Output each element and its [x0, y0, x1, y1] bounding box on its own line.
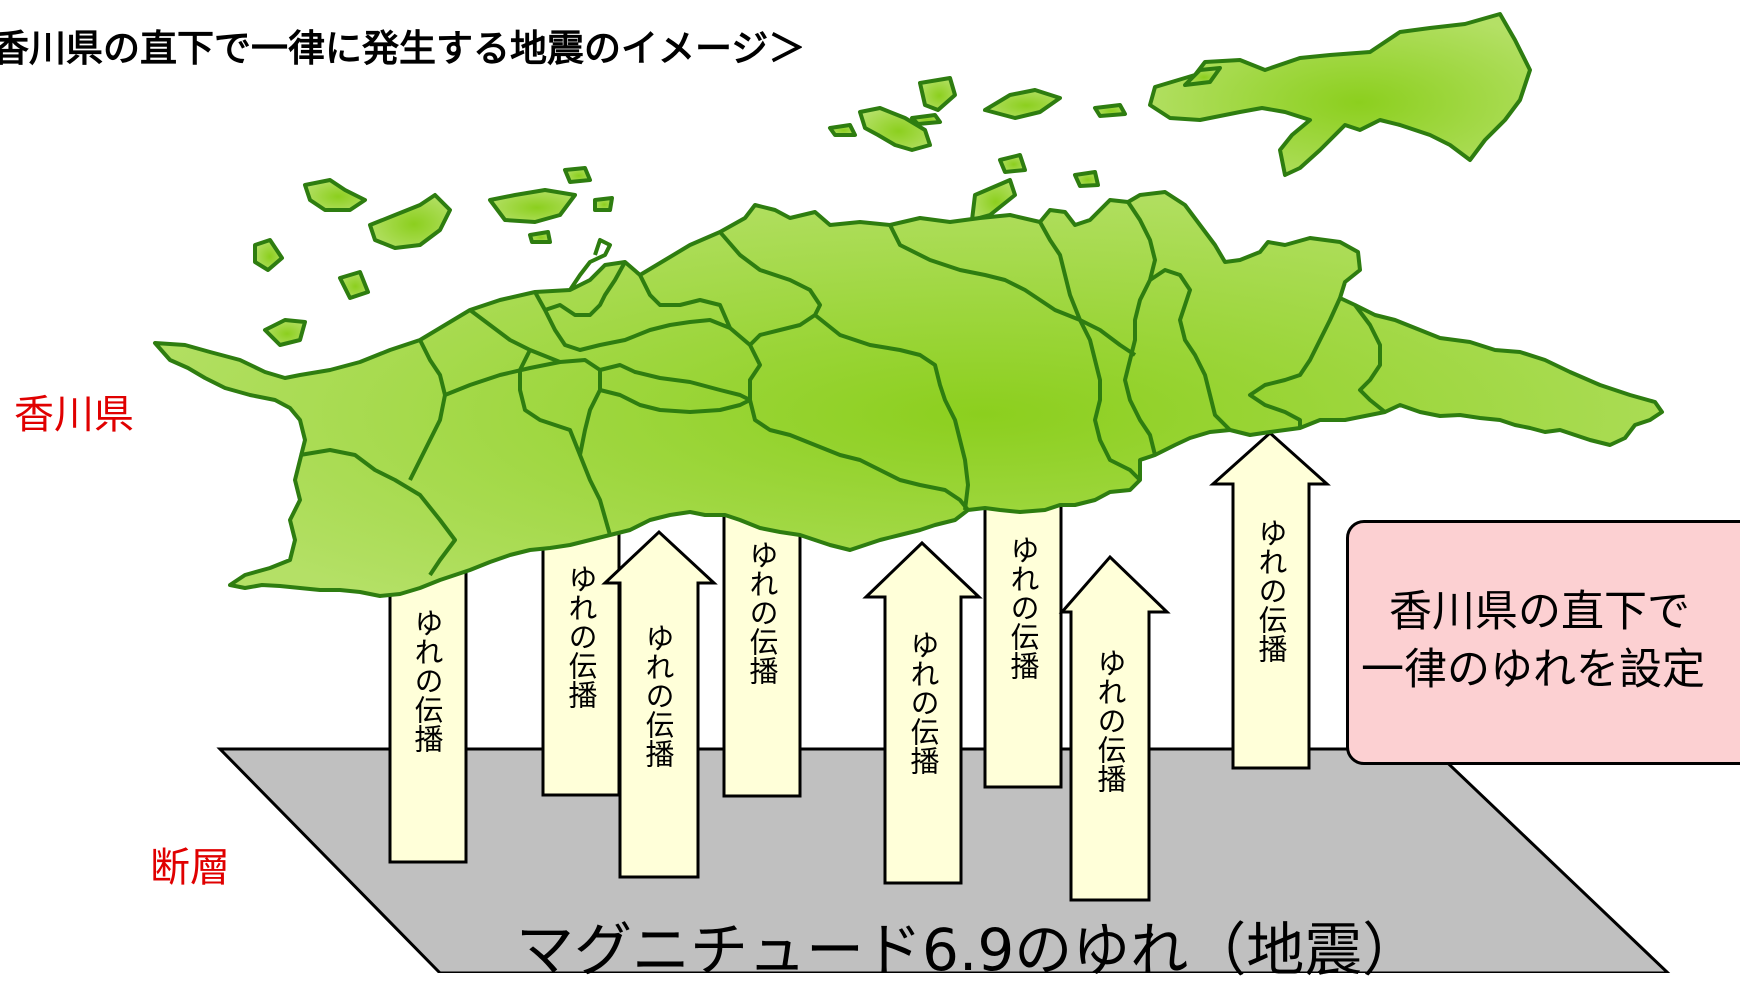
page-title: 香川県の直下で一律に発生する地震のイメージ＞	[0, 27, 806, 70]
arrow-6	[983, 498, 1063, 789]
municipal-borders	[299, 200, 1387, 577]
arrow-7	[1058, 554, 1171, 902]
island-small-4	[828, 123, 857, 137]
island-shodoshima-small	[1183, 66, 1222, 87]
arrow-8	[1209, 430, 1331, 770]
kagawa-mainland	[153, 190, 1664, 598]
kagawa-map	[153, 12, 1664, 598]
island-small-1	[1093, 103, 1127, 118]
callout-box: 香川県の直下で 一律のゆれを設定	[1346, 520, 1740, 765]
arrow-4	[722, 498, 802, 798]
arrow-label-7: ゆれの伝播	[1093, 648, 1127, 793]
arrow-label-1: ゆれの伝播	[410, 608, 444, 753]
island-west-4	[563, 166, 592, 184]
callout-line-1: 香川県の直下で	[1389, 587, 1690, 637]
island-shodoshima	[1148, 12, 1532, 177]
island-small-2	[858, 106, 932, 152]
arrow-shapes	[388, 430, 1331, 902]
arrow-label-8: ゆれの伝播	[1254, 518, 1288, 663]
island-west-7	[253, 238, 284, 272]
island-west-6	[528, 230, 552, 244]
arrow-label-6: ゆれの伝播	[1006, 535, 1040, 680]
island-teshima	[983, 88, 1062, 120]
island-small-6	[998, 153, 1027, 174]
island-west-3	[488, 188, 577, 224]
arrow-label-3: ゆれの伝播	[641, 623, 675, 768]
island-west-8	[338, 270, 370, 300]
label-fault: 断層	[150, 845, 230, 891]
label-kagawa: 香川県	[14, 392, 134, 438]
island-west-9	[263, 318, 307, 347]
callout-text: 香川県の直下で 一律のゆれを設定	[1361, 583, 1740, 699]
island-small-3	[910, 113, 942, 126]
island-small-5	[970, 178, 1017, 222]
arrow-label-4: ゆれの伝播	[745, 540, 779, 685]
arrow-3	[601, 529, 718, 879]
island-west-1	[303, 178, 367, 212]
island-west-2	[368, 193, 452, 250]
arrow-label-5: ゆれの伝播	[906, 630, 940, 775]
arrow-label-2: ゆれの伝播	[564, 564, 598, 709]
arrow-5	[862, 540, 983, 885]
island-west-5	[593, 196, 614, 212]
island-naoshima	[918, 76, 957, 112]
callout-line-2: 一律のゆれを設定	[1361, 645, 1705, 695]
island-small-7	[1073, 170, 1100, 188]
fault-caption: マグニチュード6.9のゆれ（地震）	[516, 916, 1421, 984]
